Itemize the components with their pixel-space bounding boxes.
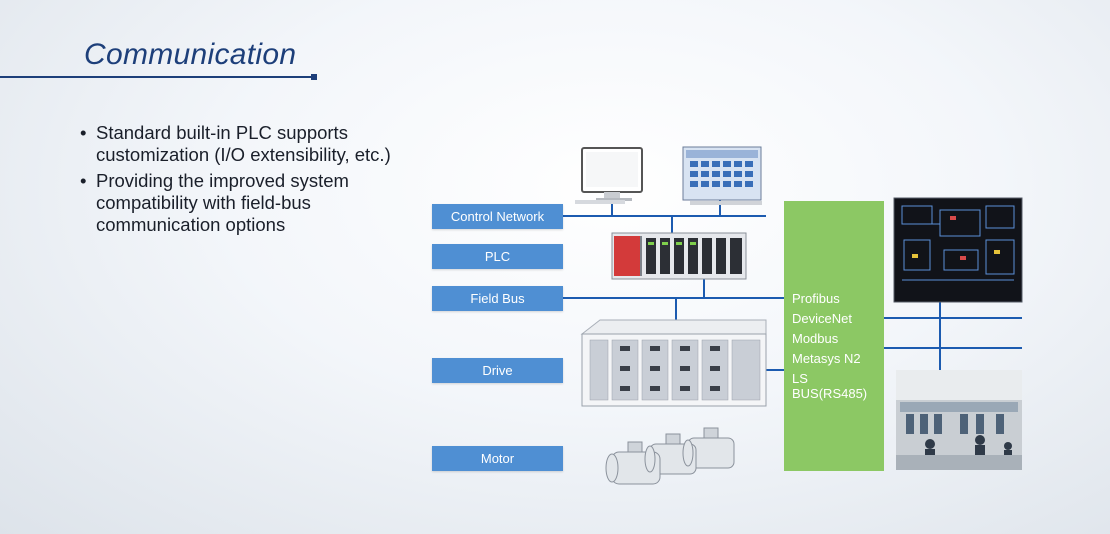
drive-cabinet-icon — [580, 319, 767, 407]
protocol-panel: Profibus DeviceNet Modbus Metasys N2 LS … — [784, 201, 884, 471]
level-field-bus: Field Bus — [432, 286, 563, 311]
bullet-dot-icon: • — [80, 122, 87, 143]
hmi-monitor-icon — [682, 146, 762, 205]
plc-rack-icon — [611, 232, 747, 280]
bullet-line: customization (I/O extensibility, etc.) — [96, 144, 391, 165]
level-plc: PLC — [432, 244, 563, 269]
protocol-item: Modbus — [792, 331, 839, 346]
bullet-item: • Standard built-in PLC supports customi… — [78, 122, 458, 166]
protocol-item: LS BUS(RS485) — [792, 371, 868, 401]
protocol-item: DeviceNet — [792, 311, 852, 326]
level-motor: Motor — [432, 446, 563, 471]
title-underline — [0, 76, 314, 78]
bullet-line: Providing the improved system — [96, 170, 349, 191]
bullet-line: compatibility with field-bus — [96, 192, 311, 213]
protocol-item: Profibus — [792, 291, 840, 306]
bullet-item: • Providing the improved system compatib… — [78, 170, 458, 236]
bullet-line: Standard built-in PLC supports — [96, 122, 348, 143]
bullet-dot-icon: • — [80, 170, 87, 191]
motor-group-icon — [605, 427, 735, 485]
level-drive: Drive — [432, 358, 563, 383]
title-underline-end — [311, 74, 317, 80]
scada-screen-icon — [893, 197, 1023, 303]
bullet-line: communication options — [96, 214, 286, 235]
page-title: Communication — [84, 38, 297, 71]
pc-monitor-icon — [575, 147, 643, 204]
level-control-network: Control Network — [432, 204, 563, 229]
bullet-list: • Standard built-in PLC supports customi… — [78, 122, 458, 240]
control-room-photo-icon — [896, 370, 1022, 470]
protocol-item: Metasys N2 — [792, 351, 861, 366]
